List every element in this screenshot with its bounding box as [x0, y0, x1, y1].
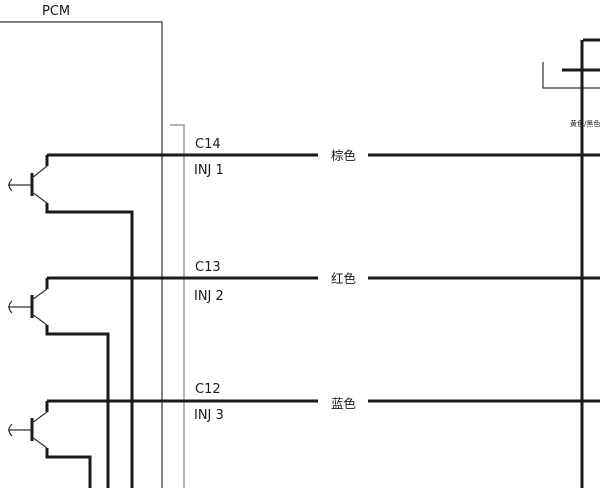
- driver-transistor-icon: [8, 401, 92, 488]
- signal-label: INJ 3: [194, 408, 224, 423]
- pin-label: C14: [195, 137, 221, 152]
- circuit-inj-2: C13 INJ 2 红色: [8, 260, 600, 488]
- circuit-inj-1: C14 INJ 1 棕色: [8, 137, 600, 488]
- fuse-housing: [542, 62, 600, 89]
- wire-color-label: 红色: [331, 271, 357, 286]
- pin-label: C13: [195, 260, 221, 275]
- pcm-label: PCM: [42, 4, 70, 19]
- driver-transistor-icon: [8, 278, 110, 488]
- signal-label: INJ 2: [194, 289, 224, 304]
- feed-wire-color-label: 黄色/黑色: [570, 119, 600, 128]
- wire-color-label: 棕色: [331, 148, 357, 163]
- wire-color-label: 蓝色: [331, 396, 357, 411]
- signal-label: INJ 1: [194, 163, 224, 178]
- pcm-boundary: [0, 21, 163, 488]
- connector-bracket: [170, 124, 185, 488]
- circuit-inj-3: C12 INJ 3 蓝色: [8, 382, 600, 488]
- pin-label: C12: [195, 382, 221, 397]
- driver-transistor-icon: [8, 155, 134, 488]
